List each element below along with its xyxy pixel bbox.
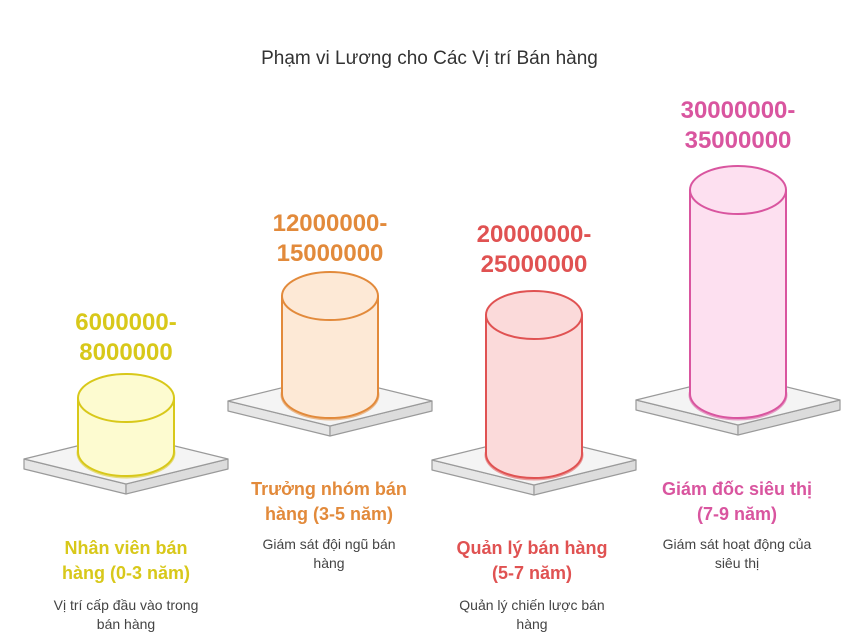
salary-range-label: 6000000- 8000000 <box>16 308 236 368</box>
salary-range-label: 12000000- 15000000 <box>220 209 440 269</box>
role-description-line2: bán hàng <box>96 616 156 632</box>
salary-range-line2: 8000000 <box>79 339 173 366</box>
pillar-group <box>23 373 229 495</box>
role-description-line1: Giám sát hoạt động của <box>662 536 812 552</box>
salary-range-line2: 25000000 <box>480 251 588 278</box>
cylinder-body <box>485 314 583 479</box>
role-label-line1: Quản lý bán hàng <box>456 538 608 558</box>
role-label: Giám đốc siêu thị (7-9 năm) <box>637 477 837 527</box>
role-description: Vị trí cấp đầu vào trong bán hàng <box>26 596 226 634</box>
cylinder-top <box>281 271 379 321</box>
role-label-line1: Trưởng nhóm bán <box>251 479 407 499</box>
pillar-group <box>431 290 637 496</box>
cylinder-body <box>281 295 379 419</box>
role-label: Quản lý bán hàng (5-7 năm) <box>432 536 632 586</box>
role-label-line2: (7-9 năm) <box>696 504 777 524</box>
role-label-line2: (5-7 năm) <box>491 563 572 583</box>
pillar-group <box>227 271 433 437</box>
role-label: Nhân viên bán hàng (0-3 năm) <box>26 536 226 586</box>
cylinder-top <box>77 373 175 423</box>
role-label-line2: hàng (0-3 năm) <box>61 563 190 583</box>
salary-range-line2: 35000000 <box>684 127 792 154</box>
role-label-line1: Giám đốc siêu thị <box>661 479 813 499</box>
role-description-line1: Vị trí cấp đầu vào trong <box>53 597 199 613</box>
role-label-line1: Nhân viên bán <box>64 538 188 558</box>
role-description: Giám sát đội ngũ bán hàng <box>229 535 429 573</box>
salary-range-line1: 30000000- <box>680 97 796 124</box>
salary-range-line1: 12000000- <box>272 210 388 237</box>
salary-range-label: 20000000- 25000000 <box>424 220 644 280</box>
role-label: Trưởng nhóm bán hàng (3-5 năm) <box>229 477 429 527</box>
role-description-line2: hàng <box>516 616 548 632</box>
role-description-line2: hàng <box>313 555 345 571</box>
role-description: Quản lý chiến lược bán hàng <box>432 596 632 634</box>
salary-range-line2: 15000000 <box>276 240 384 267</box>
role-description: Giám sát hoạt động của siêu thị <box>637 535 837 573</box>
cylinder-top <box>485 290 583 340</box>
salary-range-line1: 6000000- <box>75 309 177 336</box>
cylinder-body <box>689 189 787 419</box>
role-description-line2: siêu thị <box>714 555 760 571</box>
cylinder-top <box>689 165 787 215</box>
role-label-line2: hàng (3-5 năm) <box>264 504 393 524</box>
salary-range-line1: 20000000- <box>476 221 592 248</box>
role-description-line1: Quản lý chiến lược bán <box>459 597 605 613</box>
salary-range-label: 30000000- 35000000 <box>628 96 848 156</box>
diagram-title: Phạm vi Lương cho Các Vị trí Bán hàng <box>261 48 598 69</box>
role-description-line1: Giám sát đội ngũ bán <box>262 536 396 552</box>
pillar-group <box>635 165 841 436</box>
